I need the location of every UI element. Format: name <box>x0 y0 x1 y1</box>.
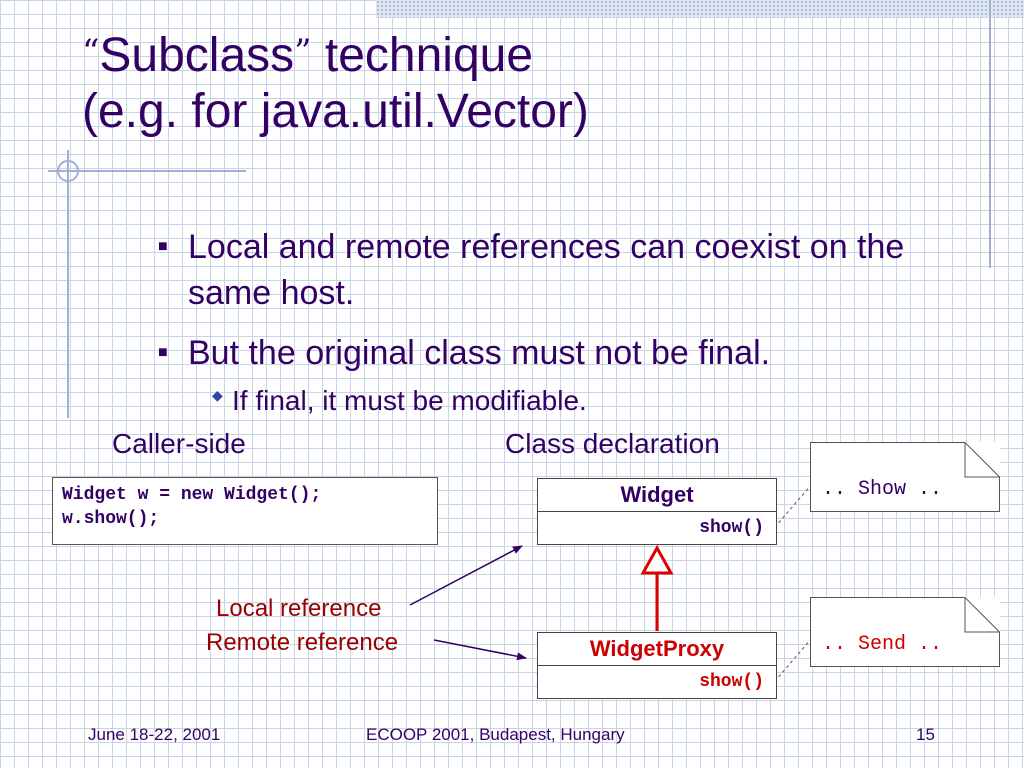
local-reference-label: Local reference <box>216 595 382 622</box>
right-vertical-rule <box>989 0 991 268</box>
diamond-bullet-icon: ◆ <box>212 387 223 403</box>
proxy-note-text: .. Send .. <box>822 633 943 656</box>
code-line-2: w.show(); <box>62 509 160 529</box>
header-decoration-bar <box>376 0 1024 18</box>
widget-note-text: .. Show .. <box>822 478 943 501</box>
square-bullet-icon: ■ <box>158 238 168 255</box>
widget-class-name: Widget <box>538 479 776 512</box>
title-word: Subclass <box>99 29 295 82</box>
note-page-icon <box>810 442 1000 512</box>
caller-side-label: Caller-side <box>112 428 246 459</box>
sub-bullet-item: ◆ If final, it must be modifiable. <box>212 385 587 417</box>
title-line-2: (e.g. for java.util.Vector) <box>82 85 589 138</box>
code-line-1: Widget w = new Widget(); <box>62 485 322 505</box>
note-page-icon <box>810 597 1000 667</box>
bullet-item-1: ■ Local and remote references can coexis… <box>158 224 968 316</box>
footer-page-number: 15 <box>916 725 935 744</box>
remote-reference-arrow <box>433 639 527 661</box>
open-quote: “ <box>82 32 100 72</box>
sub-bullet-text: If final, it must be modifiable. <box>232 385 587 416</box>
rule-crosshair <box>57 160 79 182</box>
title-line-1: “Subclass” technique <box>82 24 962 84</box>
bullet-text-1: Local and remote references can coexist … <box>188 228 905 312</box>
title-rest: technique <box>311 29 534 82</box>
local-reference-arrow <box>409 545 523 606</box>
widgetproxy-show-method: show() <box>699 672 764 692</box>
bullet-item-2: ■ But the original class must not be fin… <box>158 330 968 376</box>
bullet-text-2: But the original class must not be final… <box>188 334 771 372</box>
proxy-note: .. Send .. <box>810 597 1000 667</box>
title-horizontal-rule <box>48 170 246 172</box>
widgetproxy-class-box: WidgetProxy show() <box>537 632 777 699</box>
slide-title: “Subclass” technique (e.g. for java.util… <box>82 24 962 140</box>
remote-reference-label: Remote reference <box>206 629 399 656</box>
widget-class-box: Widget show() <box>537 478 777 545</box>
inheritance-triangle-icon <box>640 544 674 575</box>
footer-event: ECOOP 2001, Budapest, Hungary <box>366 725 625 744</box>
widget-note: .. Show .. <box>810 442 1000 512</box>
close-quote: ” <box>294 32 312 72</box>
widgetproxy-class-name: WidgetProxy <box>538 633 776 666</box>
widget-show-method: show() <box>699 518 764 538</box>
class-declaration-label: Class declaration <box>505 428 720 459</box>
left-vertical-rule <box>67 150 69 418</box>
caller-code-box: Widget w = new Widget(); w.show(); <box>52 477 438 545</box>
footer-date: June 18-22, 2001 <box>88 725 221 744</box>
square-bullet-icon: ■ <box>158 344 168 361</box>
